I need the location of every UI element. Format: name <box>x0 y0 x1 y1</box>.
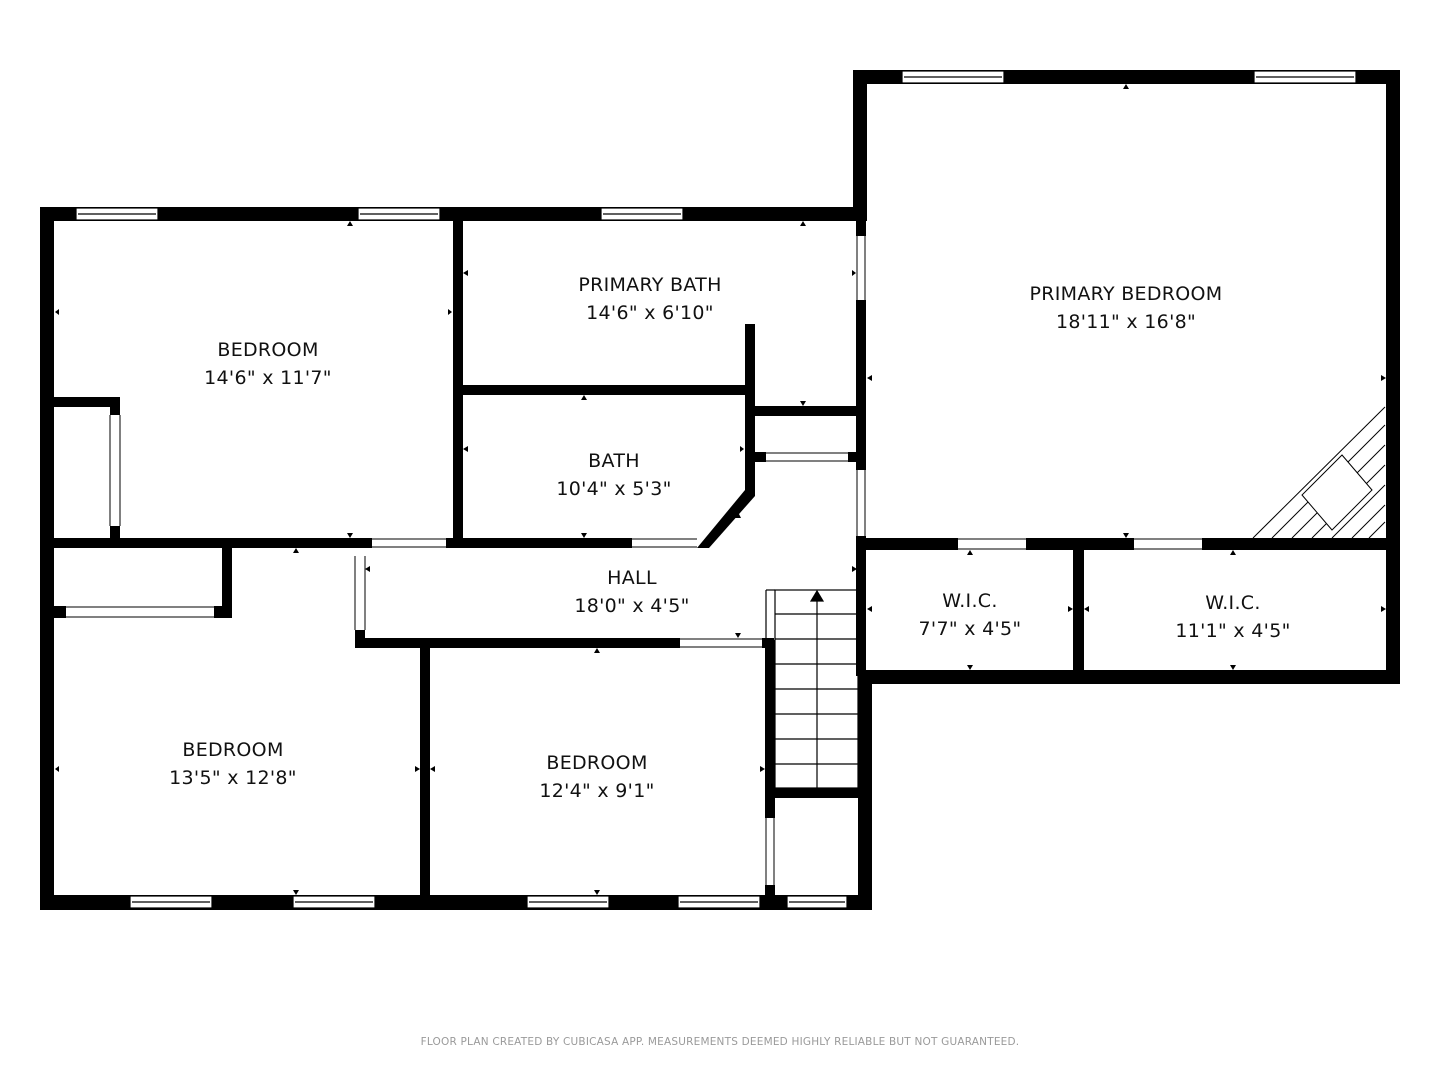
interior-wall <box>1202 538 1392 550</box>
room-dims-bath: 10'4" x 5'3" <box>556 478 671 500</box>
interior-wall <box>214 606 232 618</box>
interior-wall <box>752 406 860 416</box>
room-name-wic-left: W.I.C. <box>942 590 997 612</box>
interior-wall <box>355 638 680 648</box>
room-dims-wic-right: 11'1" x 4'5" <box>1175 620 1290 642</box>
room-dims-primary-bedroom: 18'11" x 16'8" <box>1056 311 1196 333</box>
interior-wall <box>110 526 120 546</box>
outer-wall <box>1386 70 1400 684</box>
interior-wall <box>420 642 430 900</box>
interior-wall <box>697 490 755 548</box>
room-name-bedroom-s: BEDROOM <box>546 752 647 774</box>
interior-wall <box>765 640 775 818</box>
fireplace-hatch <box>1252 406 1386 539</box>
interior-wall <box>752 452 766 462</box>
interior-wall <box>54 397 120 407</box>
interior-wall <box>772 788 864 798</box>
outer-wall <box>853 70 867 221</box>
room-name-primary-bedroom: PRIMARY BEDROOM <box>1030 283 1223 305</box>
interior-wall <box>1073 544 1084 678</box>
room-name-bedroom-sw: BEDROOM <box>182 739 283 761</box>
interior-wall <box>848 452 866 462</box>
interior-wall <box>856 538 958 550</box>
room-dims-bedroom-nw: 14'6" x 11'7" <box>204 367 332 389</box>
room-name-primary-bath: PRIMARY BATH <box>578 274 721 296</box>
interior-wall <box>446 538 632 548</box>
outer-wall <box>40 895 872 910</box>
room-labels: BEDROOM 14'6" x 11'7" PRIMARY BATH 14'6"… <box>169 274 1290 802</box>
room-dims-bedroom-s: 12'4" x 9'1" <box>539 780 654 802</box>
openings <box>66 236 1202 885</box>
interior-wall <box>222 544 232 618</box>
interior-wall <box>54 538 372 548</box>
room-dims-primary-bath: 14'6" x 6'10" <box>586 302 714 324</box>
interior-wall <box>856 300 866 470</box>
room-dims-hall: 18'0" x 4'5" <box>574 595 689 617</box>
windows <box>75 70 1357 909</box>
interior-wall <box>856 536 866 676</box>
outer-wall <box>40 207 54 910</box>
stair-arrow-icon <box>809 589 825 602</box>
staircase <box>765 589 859 789</box>
room-name-bedroom-nw: BEDROOM <box>217 339 318 361</box>
interior-wall <box>110 397 120 415</box>
outer-wall <box>858 670 872 910</box>
interior-wall <box>745 460 755 496</box>
room-name-bath: BATH <box>588 450 640 472</box>
interior-wall <box>856 214 866 236</box>
dimension-markers <box>55 84 1386 895</box>
interior-wall <box>765 885 775 905</box>
interior-wall <box>745 324 755 470</box>
interior-wall <box>54 606 66 618</box>
footer-disclaimer: FLOOR PLAN CREATED BY CUBICASA APP. MEAS… <box>420 1036 1020 1048</box>
outer-wall <box>40 207 860 221</box>
outer-wall <box>860 670 1400 684</box>
room-dims-wic-left: 7'7" x 4'5" <box>919 618 1022 640</box>
walls <box>40 70 1400 910</box>
room-name-hall: HALL <box>607 567 657 589</box>
interior-wall <box>453 214 463 548</box>
room-name-wic-right: W.I.C. <box>1205 592 1260 614</box>
room-dims-bedroom-sw: 13'5" x 12'8" <box>169 767 297 789</box>
interior-wall <box>458 385 750 395</box>
